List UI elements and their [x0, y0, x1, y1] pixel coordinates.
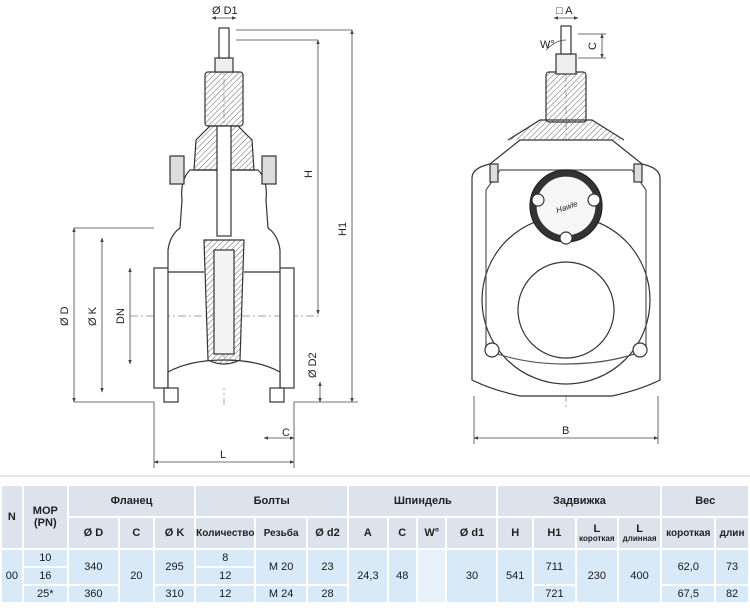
th-w: W°	[417, 518, 446, 548]
cell-k-0: 295	[154, 550, 195, 584]
cell-w	[417, 550, 446, 602]
side-dimensions	[72, 16, 358, 468]
th-qty: Количество	[196, 518, 255, 548]
valve-technical-drawing: Ø D1 H H1 Ø D Ø K DN Ø D2 C L Haw	[0, 5, 750, 477]
th-l-long-sub: длинная	[622, 534, 657, 543]
th-d1: Ø d1	[447, 518, 497, 548]
cell-l-short: 230	[576, 550, 617, 602]
th-mop: MOP (PN)	[23, 486, 67, 548]
cell-pn-0: 10	[23, 550, 67, 566]
th-c1: C	[119, 518, 153, 548]
th-mop-label: MOP	[32, 505, 58, 517]
front-dimensions	[473, 16, 659, 444]
th-l-long-label: L	[636, 523, 643, 535]
cell-h: 541	[498, 550, 532, 602]
cell-d2-2: 28	[307, 586, 348, 602]
dim-d1-label: Ø D1	[212, 5, 238, 17]
th-k: Ø K	[154, 518, 195, 548]
th-thread: Резьба	[256, 518, 306, 548]
th-d: Ø D	[68, 518, 118, 548]
dim-k-label: Ø K	[87, 306, 99, 326]
cell-d-0: 340	[68, 550, 118, 584]
th-a: A	[349, 518, 387, 548]
cell-qty-1: 12	[196, 568, 255, 584]
dim-b-label: B	[562, 425, 569, 437]
cell-h1-2: 721	[533, 586, 575, 602]
th-l-short-sub: короткая	[579, 534, 615, 543]
cell-weight-short-0: 62,0	[662, 550, 715, 584]
cell-pn-1: 16	[23, 568, 67, 584]
dim-a-label: □ A	[556, 5, 573, 17]
th-h1: H1	[533, 518, 575, 548]
cell-qty-2: 12	[196, 586, 255, 602]
cell-h1-0: 711	[533, 550, 575, 584]
th-l-long: L длинная	[618, 518, 661, 548]
cell-thread-2: M 24	[256, 586, 306, 602]
dim-w-label: W°	[540, 39, 555, 51]
cell-d1: 30	[447, 550, 497, 602]
cell-l-long: 400	[618, 550, 661, 602]
dim-c-label: C	[282, 427, 290, 439]
th-l-short: L короткая	[576, 518, 617, 548]
dim-d2-label: Ø D2	[307, 352, 319, 378]
th-d2: Ø d2	[307, 518, 348, 548]
cell-d-2: 360	[68, 586, 118, 602]
dim-l-label: L	[220, 449, 226, 461]
th-flange: Фланец	[68, 486, 195, 516]
th-h: H	[498, 518, 532, 548]
cell-c2: 48	[388, 550, 416, 602]
cell-k-2: 310	[154, 586, 195, 602]
th-weight-short: короткая	[662, 518, 715, 548]
specifications-table: N MOP (PN) Фланец Болты Шпиндель Задвижк…	[0, 484, 750, 604]
th-c2: C	[388, 518, 416, 548]
side-section-view	[130, 27, 320, 405]
dim-dn-label: DN	[115, 308, 127, 324]
th-mop-sub: (PN)	[34, 517, 57, 529]
cell-pn-2: 25*	[23, 586, 67, 602]
cell-weight-long-0: 73	[716, 550, 748, 584]
cell-c1: 20	[119, 550, 153, 602]
th-l-short-label: L	[593, 523, 601, 535]
cell-qty-0: 8	[196, 550, 255, 566]
th-dn: N	[2, 486, 22, 548]
th-weight-long: длин	[716, 518, 748, 548]
cell-thread-0: M 20	[256, 550, 306, 584]
cell-d2-0: 23	[307, 550, 348, 584]
th-weight: Вес	[662, 486, 748, 516]
th-spindle: Шпиндель	[349, 486, 497, 516]
cell-dn: 00	[2, 550, 22, 602]
dim-h-label: H	[303, 170, 315, 178]
cell-weight-long-2: 82	[716, 586, 748, 602]
th-bolts: Болты	[196, 486, 348, 516]
cell-weight-short-2: 67,5	[662, 586, 715, 602]
cell-a: 24,3	[349, 550, 387, 602]
dim-d-label: Ø D	[59, 306, 71, 326]
dim-h1-label: H1	[337, 222, 349, 236]
dim-c-front-label: C	[587, 42, 599, 50]
th-valve: Задвижка	[498, 486, 661, 516]
front-view	[471, 25, 661, 410]
